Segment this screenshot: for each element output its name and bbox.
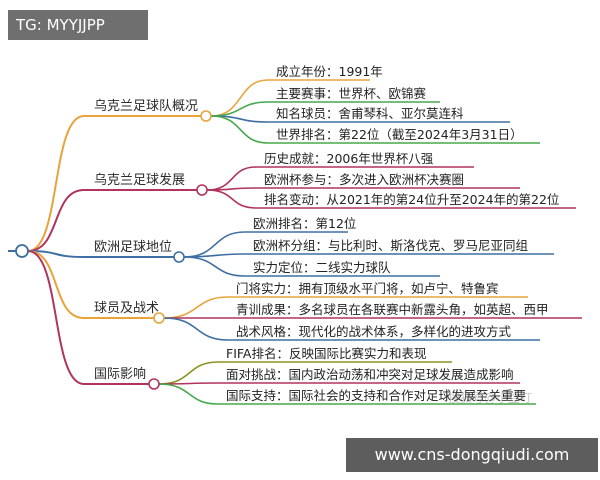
child-label-2-2: 实力定位：二线实力球队 [253, 260, 391, 275]
child-label-3-1: 青训成果：多名球员在各联赛中新露头角，如英超、西甲 [236, 302, 549, 317]
child-connector-2-2 [183, 256, 246, 277]
child-connector-3-2 [163, 317, 229, 341]
child-connector-0-1 [210, 101, 269, 117]
child-connector-0-0 [210, 79, 269, 117]
child-label-2-1: 欧洲杯分组：与比利时、斯洛伐克、罗马尼亚同组 [253, 238, 529, 253]
branch-connector-2 [27, 250, 85, 258]
child-label-4-2: 国际支持：国际社会的支持和合作对足球发展至关重要 [226, 388, 527, 403]
child-label-4-0: FIFA排名：反映国际比赛实力和表现 [226, 346, 427, 361]
branch-connector-1 [27, 189, 85, 252]
branch-connector-3 [27, 250, 85, 319]
child-connector-2-0 [183, 231, 246, 258]
child-label-4-1: 面对挑战：国内政治动荡和冲突对足球发展造成影响 [226, 367, 514, 382]
child-label-0-0: 成立年份：1991年 [276, 64, 383, 79]
branch-label-0: 乌克兰足球队概况 [94, 99, 199, 114]
child-connector-0-3 [210, 115, 269, 144]
child-label-1-2: 排名变动：从2021年的第24位升至2024年的第22位 [264, 192, 560, 207]
footer-url-banner: www.cns-dongqiudi.com [346, 438, 598, 472]
child-connector-4-2 [158, 383, 219, 405]
watermark-text: 搜狐号@小豆叮 [448, 391, 533, 405]
child-label-2-0: 欧洲排名：第12位 [253, 216, 357, 231]
child-label-3-2: 战术风格：现代化的战术体系，多样化的进攻方式 [236, 324, 512, 339]
branch-label-1: 乌克兰足球发展 [94, 173, 186, 188]
child-label-1-0: 历史成就：2006年世界杯八强 [264, 151, 434, 166]
branch-node-2 [173, 251, 185, 263]
child-connector-1-0 [206, 166, 257, 191]
child-label-0-3: 世界排名：第22位（截至2024年3月31日） [276, 127, 523, 142]
root-node [15, 244, 29, 258]
branch-connector-4 [27, 250, 85, 385]
branch-connector-0 [27, 115, 85, 252]
branch-node-0 [200, 110, 212, 122]
branch-label-4: 国际影响 [94, 367, 147, 382]
branch-label-3: 球员及战术 [94, 301, 160, 316]
branch-node-1 [196, 184, 208, 196]
watermark-tag: TG: MYYJJPP [8, 10, 148, 40]
branch-node-4 [148, 378, 160, 390]
child-label-3-0: 门将实力：拥有顶级水平门将，如卢宁、特鲁宾 [236, 281, 499, 296]
child-label-1-1: 欧洲杯参与：多次进入欧洲杯决赛圈 [264, 172, 465, 187]
branch-label-2: 欧洲足球地位 [94, 240, 173, 255]
child-connector-1-2 [206, 189, 257, 209]
child-label-0-1: 主要赛事：世界杯、欧锦赛 [276, 86, 427, 101]
child-label-0-2: 知名球员：舍甫琴科、亚尔莫连科 [276, 106, 464, 121]
branch-node-3 [153, 312, 165, 324]
child-connector-3-0 [163, 296, 229, 319]
child-connector-4-0 [158, 361, 219, 385]
